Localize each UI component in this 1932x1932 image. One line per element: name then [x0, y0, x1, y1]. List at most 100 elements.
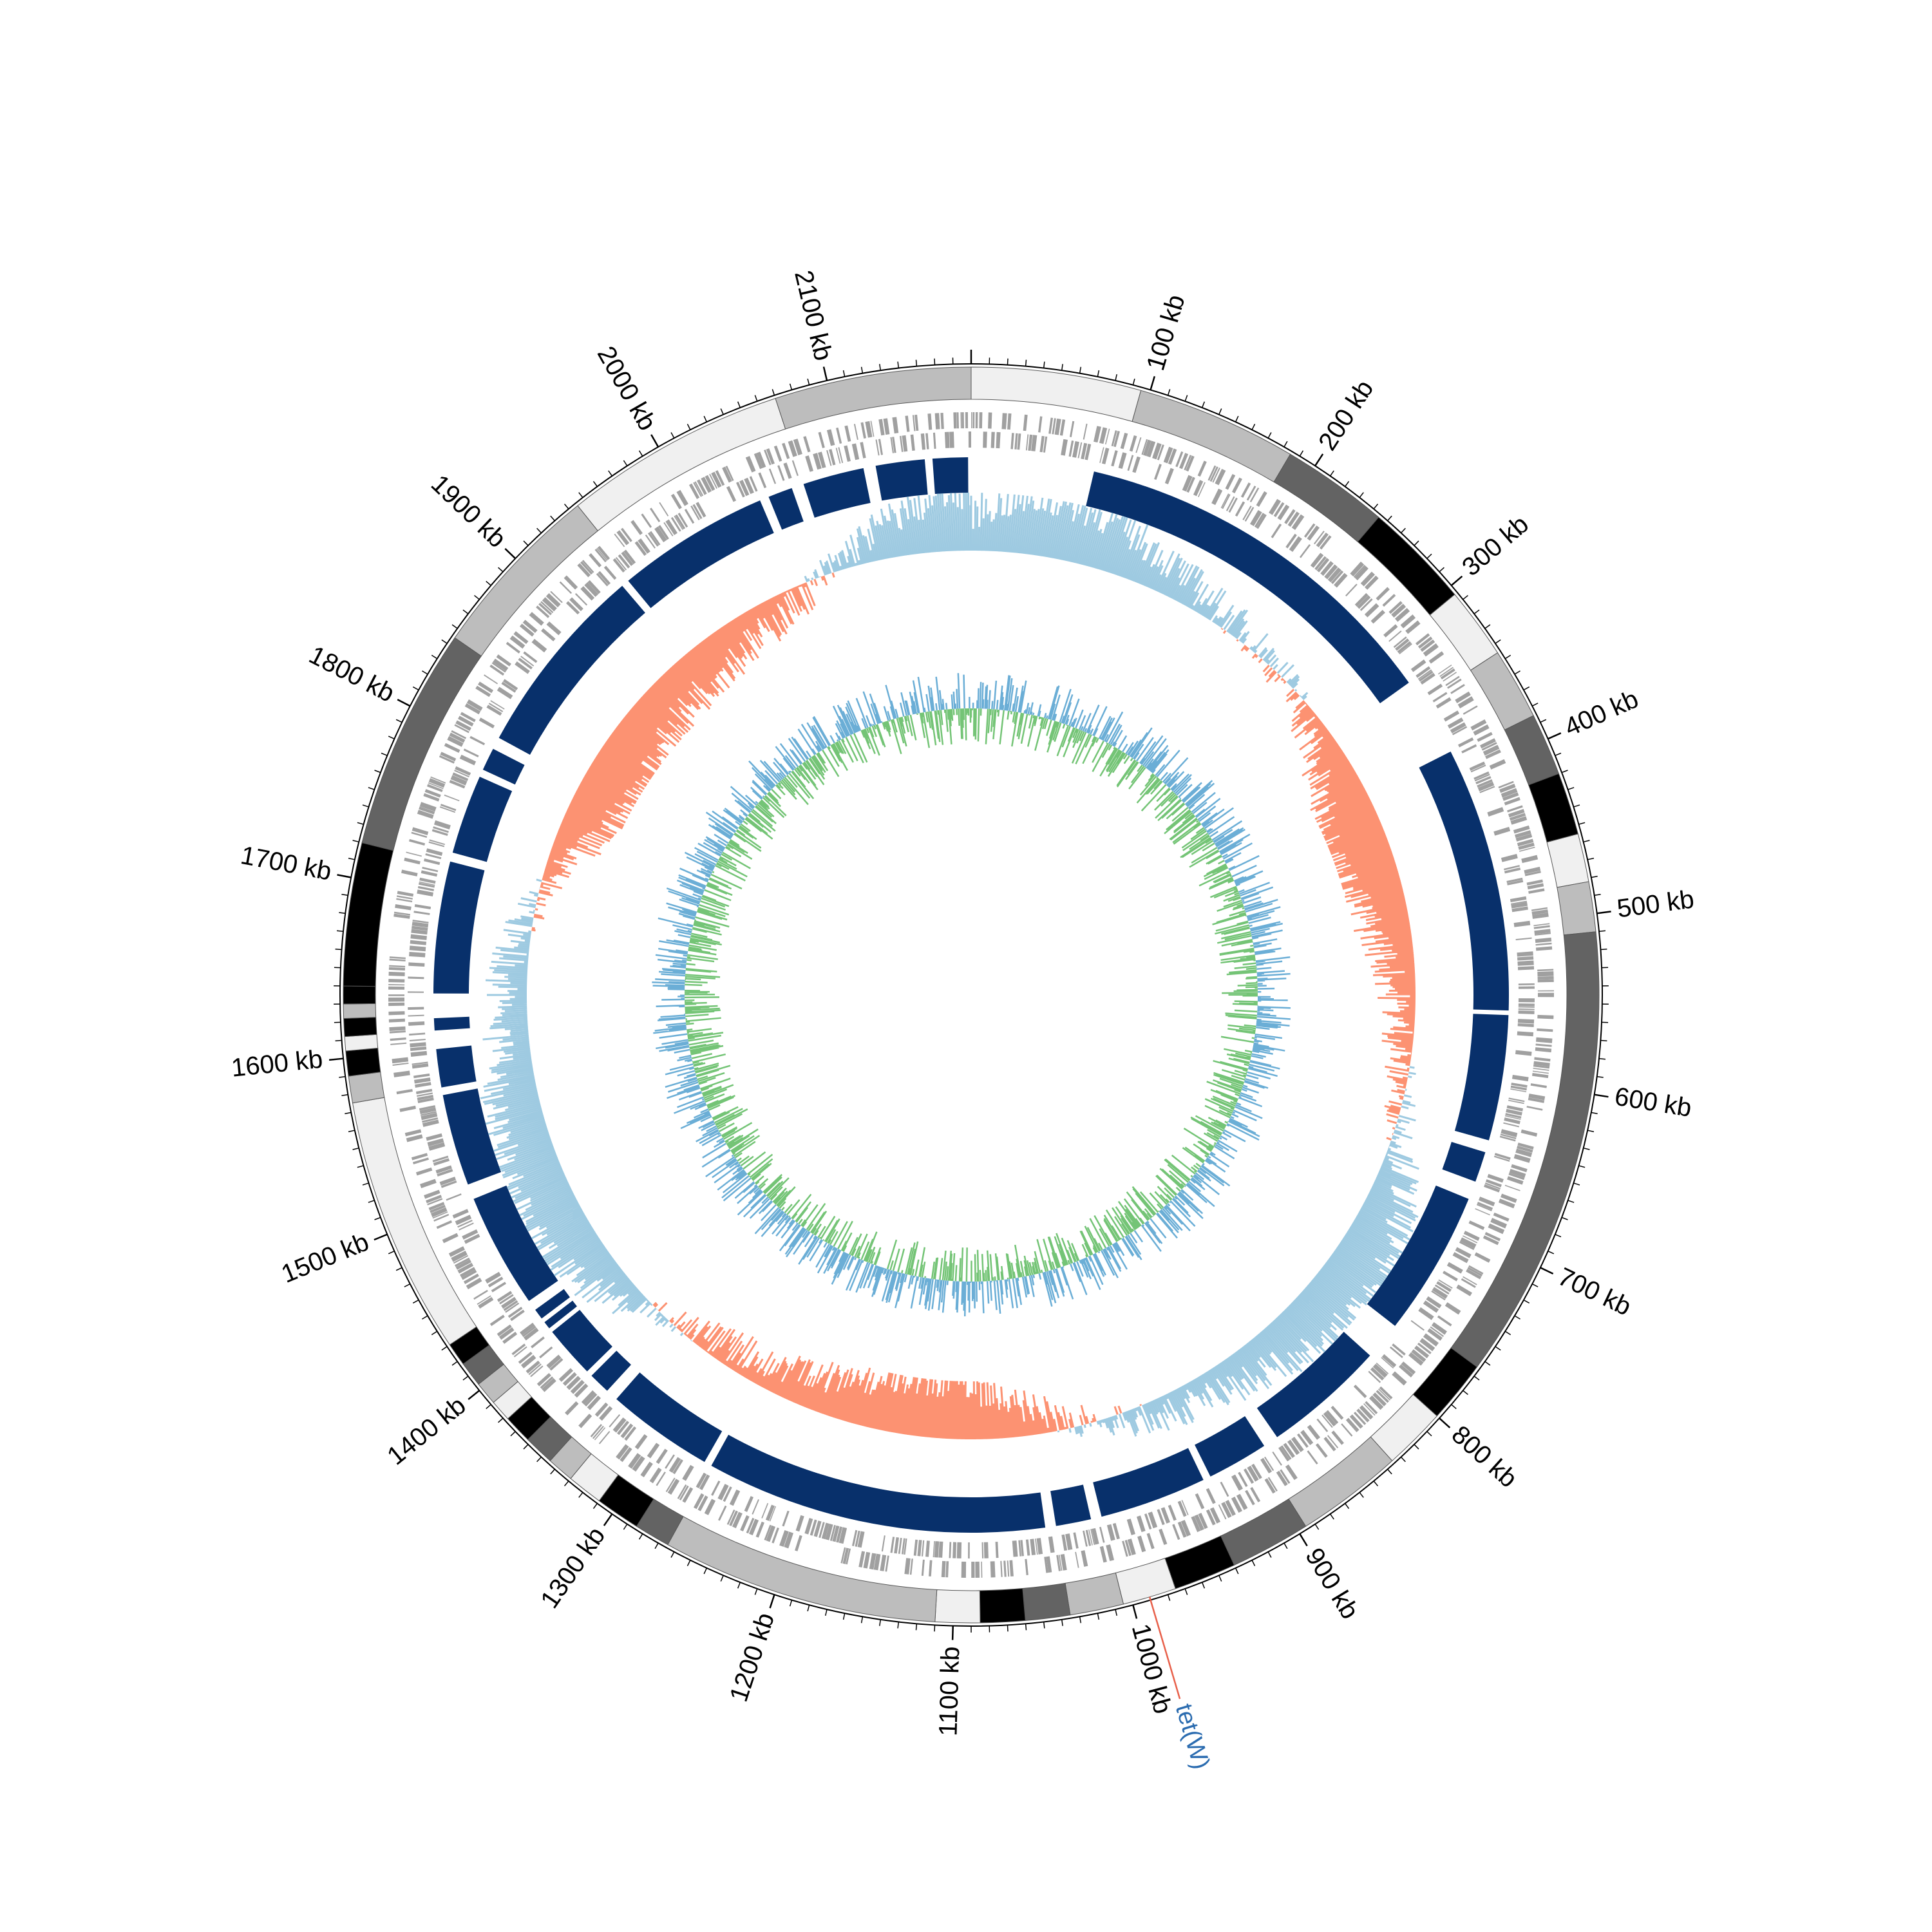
- cds-feature: [461, 1269, 477, 1280]
- cds-feature: [1231, 1496, 1242, 1513]
- contig-segment: [1528, 773, 1578, 843]
- cds-feature: [459, 754, 477, 766]
- major-tick: [468, 1390, 480, 1400]
- cds-feature: [667, 1479, 680, 1495]
- cds-feature: [597, 545, 611, 560]
- cds-feature: [761, 1502, 769, 1519]
- cds-feature: [1142, 439, 1151, 457]
- cds-feature: [616, 1444, 629, 1460]
- minor-tick: [1373, 1481, 1379, 1486]
- cds-feature: [1334, 573, 1348, 588]
- minor-tick: [1025, 1624, 1027, 1631]
- tick-label: 300 kb: [1457, 510, 1534, 582]
- tick-label: 500 kb: [1615, 885, 1696, 923]
- cds-feature: [1446, 1262, 1463, 1274]
- major-tick: [769, 1594, 775, 1609]
- cds-feature: [1410, 1320, 1425, 1331]
- major-tick: [1439, 1417, 1451, 1428]
- cds-feature: [744, 1496, 754, 1512]
- cds-feature: [410, 1046, 427, 1052]
- cds-feature: [488, 1276, 504, 1288]
- minor-tick: [352, 1147, 359, 1150]
- cds-feature: [805, 455, 813, 472]
- cds-feature: [621, 551, 634, 566]
- minor-tick: [687, 1560, 691, 1566]
- cds-feature: [1527, 883, 1544, 890]
- cds-feature: [404, 1129, 422, 1137]
- cds-feature: [1477, 781, 1495, 791]
- contig-segment: [1132, 390, 1291, 483]
- cds-feature: [578, 1414, 592, 1428]
- cds-feature: [857, 1531, 865, 1548]
- cds-feature: [396, 1088, 413, 1095]
- cds-feature: [1359, 1405, 1374, 1420]
- cds-feature: [1099, 447, 1104, 464]
- cds-feature: [1296, 1433, 1309, 1448]
- cds-feature: [956, 412, 959, 429]
- minor-tick: [754, 1588, 758, 1595]
- cds-feature: [1438, 1279, 1453, 1289]
- cds-feature: [1447, 717, 1464, 729]
- cds-feature: [929, 1560, 933, 1577]
- alignment-block: [591, 1350, 631, 1391]
- cds-feature: [412, 1063, 429, 1069]
- cds-feature: [813, 1520, 822, 1537]
- minor-tick: [1132, 378, 1135, 385]
- cds-feature: [1289, 536, 1302, 553]
- cds-feature: [596, 573, 609, 587]
- minor-tick: [720, 408, 724, 415]
- minor-tick: [1329, 470, 1334, 477]
- cds-feature: [810, 1519, 817, 1536]
- minor-tick: [1401, 1456, 1406, 1463]
- cds-feature: [566, 1376, 581, 1390]
- cds-feature: [1236, 1493, 1248, 1510]
- minor-tick: [1414, 540, 1419, 546]
- cds-feature: [768, 468, 777, 484]
- minor-tick: [654, 1542, 659, 1549]
- cds-feature: [1177, 1501, 1187, 1517]
- cds-feature: [408, 1014, 424, 1017]
- alignment-block: [433, 861, 485, 994]
- cds-feature: [1501, 853, 1518, 862]
- cds-feature: [913, 1539, 918, 1556]
- cds-feature: [1061, 439, 1068, 456]
- cds-feature: [1372, 1392, 1387, 1406]
- cds-feature: [1518, 1006, 1535, 1008]
- cds-feature: [1038, 416, 1043, 433]
- cds-feature: [1408, 1352, 1424, 1366]
- cds-feature: [1476, 1204, 1492, 1211]
- cds-feature: [413, 1157, 429, 1165]
- cds-feature: [909, 1558, 913, 1575]
- minor-tick: [1043, 1622, 1045, 1629]
- cds-feature: [1493, 826, 1511, 836]
- cds-feature: [388, 967, 406, 971]
- cds-feature: [634, 1434, 648, 1450]
- major-tick: [337, 874, 352, 878]
- cds-feature: [647, 1443, 660, 1459]
- cds-feature: [1493, 1212, 1510, 1222]
- cds-feature: [665, 1477, 676, 1492]
- cds-feature: [677, 1484, 687, 1499]
- cds-feature: [865, 421, 873, 438]
- cds-feature: [497, 1291, 513, 1302]
- cds-feature: [462, 1229, 478, 1240]
- cds-feature: [1445, 676, 1460, 687]
- cds-feature: [478, 1296, 494, 1309]
- cds-feature: [1060, 1554, 1067, 1571]
- cds-feature: [426, 784, 443, 793]
- alignment-block: [1195, 1416, 1265, 1477]
- cds-feature: [941, 1560, 946, 1578]
- cds-feature: [1535, 1047, 1552, 1053]
- cds-feature: [426, 848, 443, 856]
- cds-feature: [388, 994, 405, 996]
- minor-tick: [374, 770, 381, 773]
- cds-feature: [1526, 879, 1543, 886]
- cds-feature: [417, 1095, 434, 1101]
- cds-feature: [1477, 1202, 1493, 1210]
- cds-feature: [853, 424, 858, 440]
- cds-feature: [1484, 1232, 1501, 1242]
- cds-feature: [1416, 666, 1431, 678]
- cds-feature: [1537, 976, 1554, 980]
- cds-feature: [890, 437, 895, 453]
- cds-feature: [507, 1307, 523, 1318]
